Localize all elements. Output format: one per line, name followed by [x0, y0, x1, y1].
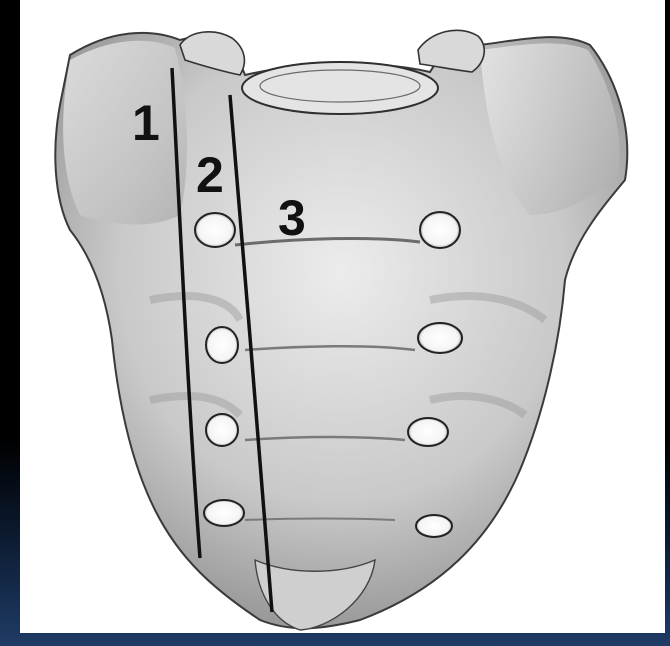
left-foramen-2	[206, 327, 238, 363]
left-foramen-4	[204, 500, 244, 526]
right-foramen-2	[418, 323, 462, 353]
left-foramen-3	[206, 414, 238, 446]
left-ala	[63, 41, 187, 225]
right-articular-process	[418, 30, 484, 72]
right-foramen-3	[408, 418, 448, 446]
right-foramen-1	[420, 212, 460, 248]
left-foramen-1	[195, 213, 235, 247]
right-foramen-4	[416, 515, 452, 537]
zone-label-2: 2	[196, 147, 224, 203]
zone-label-1: 1	[132, 95, 160, 151]
zone-label-3: 3	[278, 190, 306, 246]
